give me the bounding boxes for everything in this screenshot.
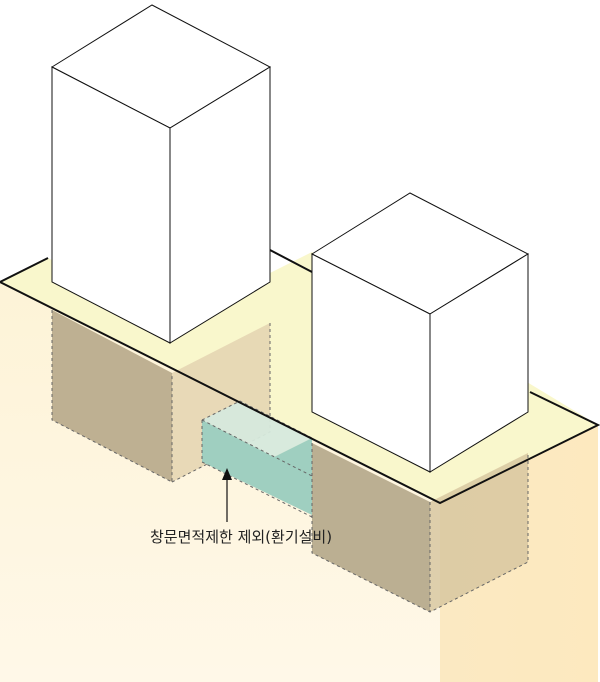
basement-right-side bbox=[430, 453, 528, 612]
left-tower bbox=[50, 4, 272, 344]
ground-top-outline bbox=[0, 257, 600, 505]
ground-back-edge bbox=[269, 249, 313, 273]
right-tower bbox=[310, 192, 530, 473]
annotation-arrow bbox=[222, 468, 232, 522]
ventilation-front bbox=[202, 420, 312, 515]
basement-left-front bbox=[52, 310, 172, 482]
ventilation-top bbox=[202, 401, 312, 457]
basement-right-outline bbox=[311, 443, 529, 613]
ventilation-label: 창문면적제한 제외(환기설비) bbox=[150, 528, 333, 546]
basement-right-front bbox=[312, 443, 430, 612]
